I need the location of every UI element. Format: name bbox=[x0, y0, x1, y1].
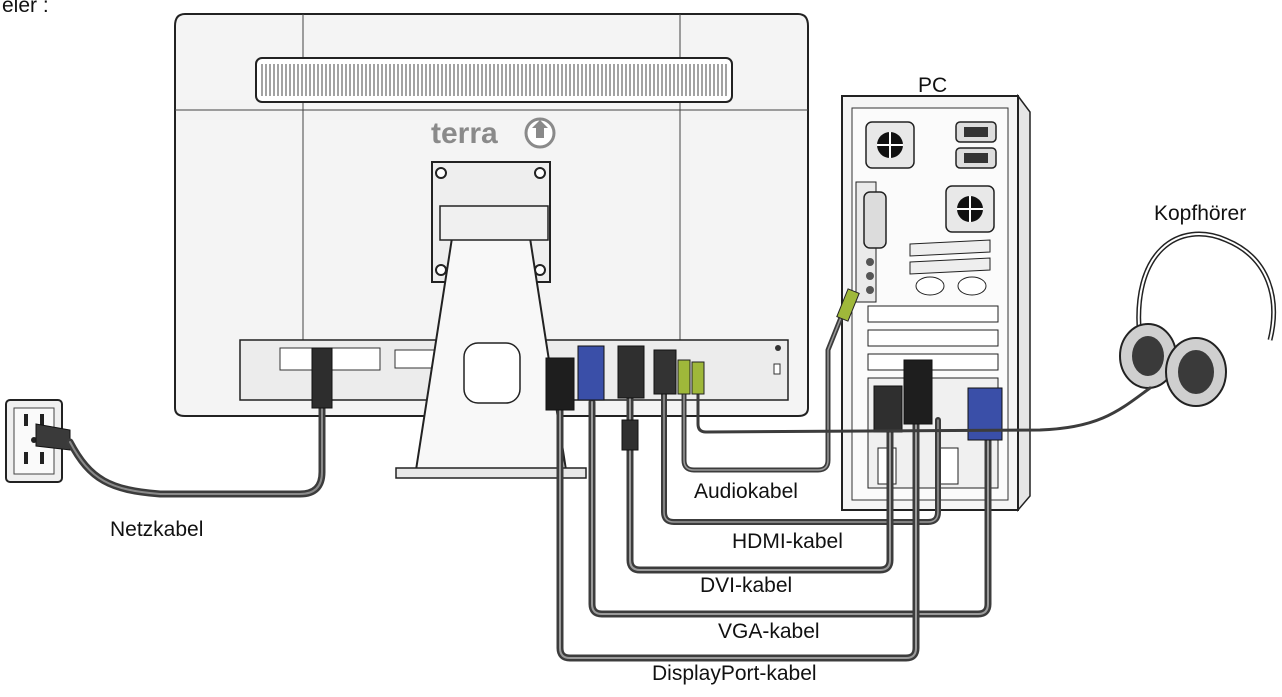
audio-cable-label: Audiokabel bbox=[692, 480, 800, 504]
headphones-label: Kopfhörer bbox=[1154, 202, 1247, 225]
hdmi-connector-monitor bbox=[653, 349, 677, 395]
vga-connector-pc bbox=[967, 387, 1003, 441]
audio-connector-pc bbox=[836, 288, 860, 322]
monitor-back: terra bbox=[174, 13, 809, 479]
power-plug bbox=[35, 423, 71, 451]
pc-label: PC bbox=[918, 74, 948, 97]
displayport-cable-label: DisplayPort-kabel bbox=[650, 662, 819, 686]
wall-outlet bbox=[5, 399, 71, 483]
hdmi-cable bbox=[653, 349, 941, 525]
displayport-connector-monitor bbox=[545, 357, 575, 411]
headphone-connector-monitor bbox=[691, 361, 705, 395]
dvi-connector-monitor bbox=[617, 345, 645, 399]
audio-connector-monitor bbox=[677, 359, 691, 395]
audio-cable bbox=[677, 288, 860, 473]
vga-cable-label: VGA-kabel bbox=[716, 620, 822, 644]
dvi-cable bbox=[617, 345, 903, 574]
displayport-connector-pc bbox=[903, 359, 933, 425]
vga-connector-monitor bbox=[577, 345, 605, 401]
brand-logo-icon bbox=[524, 117, 556, 149]
headphones bbox=[691, 231, 1277, 434]
power-cable bbox=[66, 347, 333, 498]
brand-logo-text: terra bbox=[431, 117, 498, 150]
hdmi-cable-label: HDMI-kabel bbox=[730, 530, 845, 554]
dvi-cable-label: DVI-kabel bbox=[698, 574, 795, 598]
power-cable-label: Netzkabel bbox=[110, 518, 204, 541]
dvi-connector-pc bbox=[873, 385, 903, 433]
displayport-cable bbox=[545, 357, 933, 662]
header-fragment: eler : bbox=[2, 0, 49, 17]
